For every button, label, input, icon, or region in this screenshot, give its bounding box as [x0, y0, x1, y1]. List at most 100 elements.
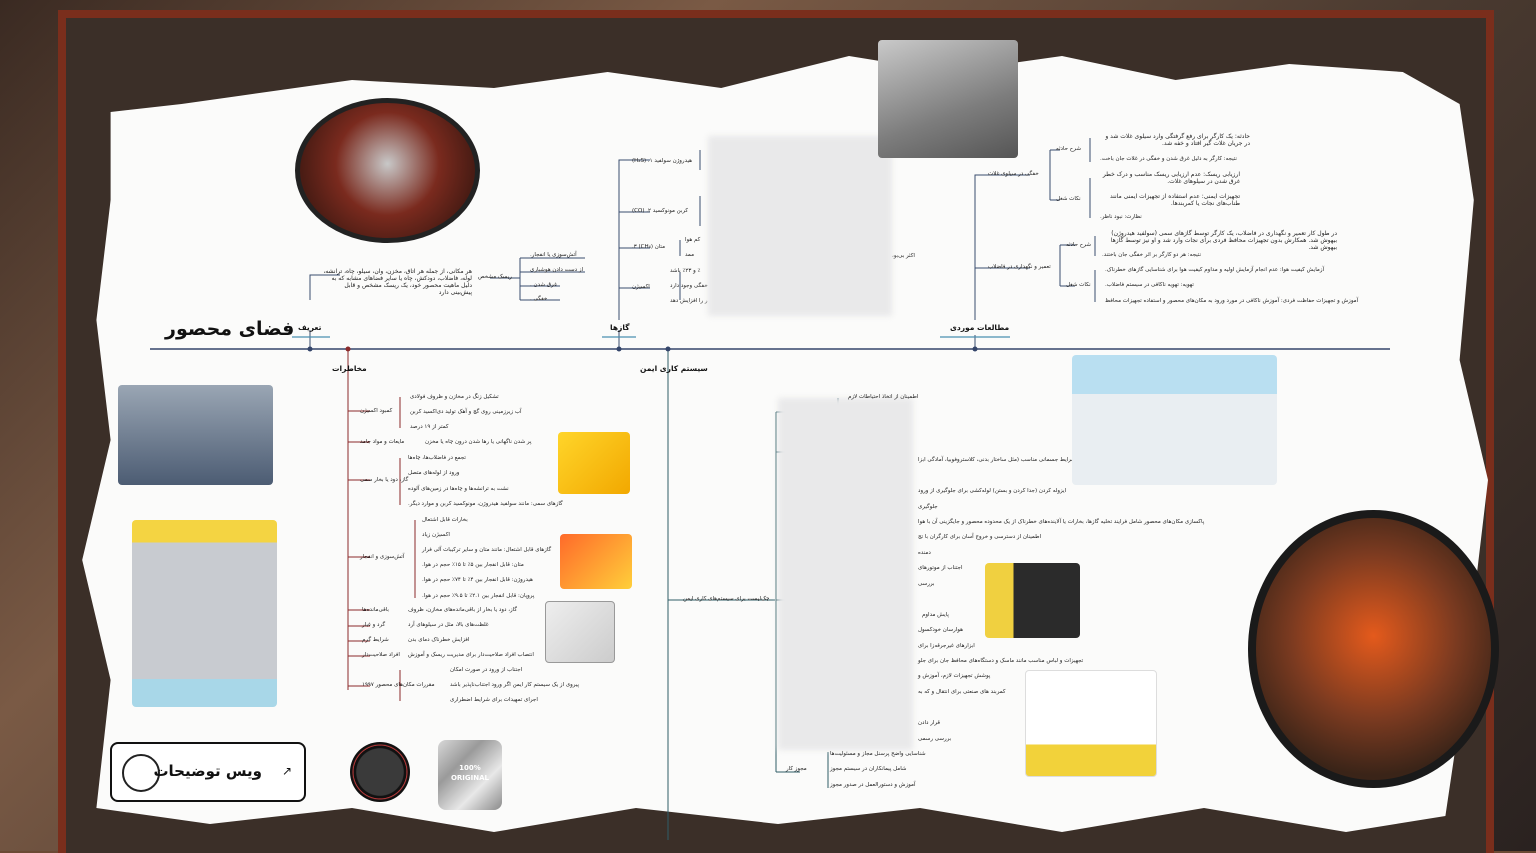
hazard-1-1: تشکیل زنگ در مخازن و ظروف فولادی	[410, 394, 499, 400]
hazard-3-3: نشت به ترانشه‌ها و چاه‌ها در زمین‌های آل…	[408, 486, 509, 492]
hazard-3-2: ورود از لوله‌های متصل	[408, 470, 460, 476]
hazard-4-4: متان: قابل انفجار بین ۵٪ تا ۱۵٪ حجم در ه…	[422, 562, 524, 568]
stem-case2	[1059, 236, 1096, 302]
definition-risk-4: خفگی .	[530, 296, 548, 302]
stem-definition	[309, 274, 340, 349]
hazard-3-1: تجمع در فاضلاب‌ها، چاه‌ها	[408, 455, 466, 461]
hazard-group-9: مقررات مکان‌های محصور ۱۹۹۷	[362, 682, 435, 688]
stem-hazards	[347, 349, 370, 690]
gas-note: اکثر بی‌بو،	[892, 253, 915, 259]
case1-line-4: تجهیزات ایمنی: عدم استفاده از تجهیزات ای…	[1110, 193, 1240, 207]
hazard-group-1: کمبود اکسیژن	[360, 408, 393, 414]
case2-line-3: آزمایش کیفیت هوا: عدم انجام آزمایش اولیه…	[1105, 267, 1325, 273]
safe-item-15: کمربند های صنعتی برای انتقال و که به	[918, 689, 1006, 695]
safe-item-3: ایزوله کردن (جدا کردن و بستن) لوله‌کشی ب…	[918, 488, 1067, 494]
case2-line-4: تهویه: تهویه ناکافی در سیستم فاضلاب.	[1105, 282, 1194, 288]
gas-detector-photo	[878, 40, 1018, 158]
safe-item-9: بررسی	[918, 581, 935, 587]
case1-lessons-label: نکات شغل	[1056, 196, 1081, 202]
hazard-8-1: انتصاب افراد صلاحیت‌دار برای مدیریت ریسک…	[408, 652, 534, 658]
hazard-6-1: غلظت‌های بالا، مثل در سیلوهای آرد	[408, 622, 489, 628]
case2-line-1: در طول کار تعمیر و نگهداری در فاضلاب، یک…	[1110, 230, 1337, 251]
external-link-icon: ↗	[281, 764, 292, 778]
stem-gases-sub	[679, 150, 701, 300]
hazard-group-2: مایعات و مواد جامد	[360, 439, 405, 445]
safe-item-12: ابزارهای غیرجرقه‌زا برای	[918, 643, 975, 649]
badge-line-2: ORIGINAL	[450, 774, 490, 782]
case2-desc-label: شرح حادثه	[1066, 242, 1091, 248]
hazard-4-3: گازهای قابل اشتعال: مانند متان و سایر تر…	[422, 547, 552, 553]
hazard-9-1: اجتناب از ورود در صورت امکان	[450, 667, 523, 673]
category-safe-system: سیستم کاری ایمن	[640, 364, 708, 373]
stem-definition-risks	[490, 257, 585, 301]
case1-title: خفگی در سیلوی غلات	[988, 171, 1039, 177]
safe-item-16: قرار دادن	[918, 720, 941, 726]
storage-tank-illustration	[1072, 355, 1277, 485]
safe-item-1: اطمینان از اتخاذ احتیاطات لازم	[848, 394, 919, 400]
voice-description-button[interactable]: ویس توضیحات ↗	[110, 742, 306, 802]
safe-item-10: پایش مداوم	[922, 612, 949, 618]
hazard-3-4: گازهای سمی: مانند سولفید هیدروژن، مونوکس…	[408, 501, 563, 507]
gas-methane: متان (CH₄) ۳.	[632, 244, 666, 250]
gas-oxygen: اکسیژن	[632, 284, 650, 290]
safe-item-13: تجهیزات و لباس مناسب مانند ماسک و دستگاه…	[918, 658, 1084, 664]
safe-permit-label: مجوز کار	[786, 766, 807, 772]
case2-lessons-label: نکات شغل	[1066, 282, 1091, 288]
hazard-4-1: بخارات قابل اشتعال	[422, 517, 468, 523]
safe-item-8: اجتناب از موتورهای	[918, 565, 963, 571]
gas-partial-2: ممد	[685, 252, 695, 258]
definition-text: هر مکانی، از جمله هر اتاق، مخزن، وان، سی…	[323, 268, 472, 296]
category-case-studies: مطالعات موردی	[950, 323, 1010, 332]
safe-item-19: شامل پیمانکاران در سیستم مجوز	[830, 766, 907, 772]
category-hazards: مخاطرات	[332, 364, 367, 373]
case1-desc-label: شرح حادثه	[1056, 146, 1081, 152]
definition-risk-1: آتش‌سوزی یا انفجار.	[530, 252, 577, 258]
safe-item-18: شناسایی واضح پرسنل مجاز و مسئولیت‌ها	[830, 751, 926, 757]
safe-item-7: دمنده	[918, 550, 931, 556]
definition-risk-3: غرق شدن .	[530, 282, 557, 288]
gas-partial-5: ر را افزایش دهد	[670, 298, 708, 304]
hazard-2-1: پر شدن ناگهانی یا رها شدن درون چاه یا مخ…	[425, 439, 532, 445]
hazard-group-8: افراد صلاحیت‌دار	[362, 652, 400, 658]
stem-case1	[1049, 138, 1091, 218]
gas-partial-1: کم هوا	[685, 237, 701, 243]
heat-worker-icon	[545, 601, 615, 663]
safe-item-17: بررسی رسمی	[918, 736, 952, 742]
hazard-5-1: گاز، دود یا بخار از باقی‌مانده‌های مخازن…	[408, 607, 517, 613]
category-definition: تعریف	[298, 323, 322, 332]
category-gases: گازها	[610, 323, 630, 332]
hazard-group-6: گرد و غبار	[362, 622, 386, 628]
definition-risk-2: از دست دادن هوشیاری	[530, 267, 583, 273]
hazard-1-2: آب زیرزمینی روی گچ و آهک تولید دی‌اکسید …	[410, 409, 522, 415]
hazard-4-5: هیدروژن: قابل انفجار بین ۴٪ تا ۷۴٪ حجم د…	[422, 577, 533, 583]
definition-risk-label: ریسک مشخص	[478, 274, 512, 280]
case1-line-1: حادثه: یک کارگر برای رفع گرفتگی وارد سیل…	[1105, 133, 1250, 147]
gases-blurred-region	[708, 136, 892, 316]
case2-title: تعمیر و نگهداری در فاضلاب	[988, 264, 1051, 270]
hazard-group-5: باقی‌مانده‌ها	[362, 607, 389, 613]
seated-worker-photo	[1248, 510, 1499, 788]
hazard-7-1: افزایش خطرناک دمای بدن	[408, 637, 470, 643]
hazard-group-3: گاز، دود یا بخار سمی	[360, 477, 409, 483]
safe-item-2: شرایط جسمانی مناسب (مثل ساختار بدنی، کلا…	[918, 457, 1076, 463]
voice-description-label: ویس توضیحات	[153, 762, 262, 780]
safe-blurred-region	[778, 398, 913, 750]
underground-tank-illustration	[118, 385, 273, 485]
hazard-9-3: اجرای تمهیدات برای شرایط اضطراری	[450, 697, 538, 703]
safe-item-20: آموزش و دستورالعمل در صدور مجوز	[830, 782, 916, 788]
hazard-1-3: کمتر از ۱۹ درصد	[410, 424, 449, 430]
case2-line-2: نتیجه: هر دو کارگر بر اثر خفگی جان باختن…	[1102, 252, 1201, 258]
safe-item-4: جلوگیری	[918, 504, 938, 510]
safe-item-14: پوشش تجهیزات لازم، آموزش و	[918, 673, 991, 679]
worker-rope-photo	[295, 98, 480, 243]
safe-item-5: پاکسازی مکان‌های محصور شامل فرایند تخلیه…	[918, 519, 1205, 525]
hazard-group-4: آتش‌سوزی و انفجار	[360, 554, 405, 560]
tripod-rescue-illustration	[1025, 670, 1157, 777]
safe-item-6: اطمینان از دسترسی و خروج آسان برای کارگر…	[918, 534, 1041, 540]
case1-line-5: نظارت: نبود ناظر.	[1100, 214, 1142, 220]
hazard-4-6: پروپان: قابل انفجار بین ۲.۱٪ تا ۹.۵٪ حجم…	[422, 593, 535, 599]
badge-line-1: 100%	[459, 764, 481, 772]
case2-line-5: آموزش و تجهیزات حفاظت فردی: آموزش ناکافی…	[1105, 298, 1359, 304]
stem-gases	[618, 159, 650, 349]
